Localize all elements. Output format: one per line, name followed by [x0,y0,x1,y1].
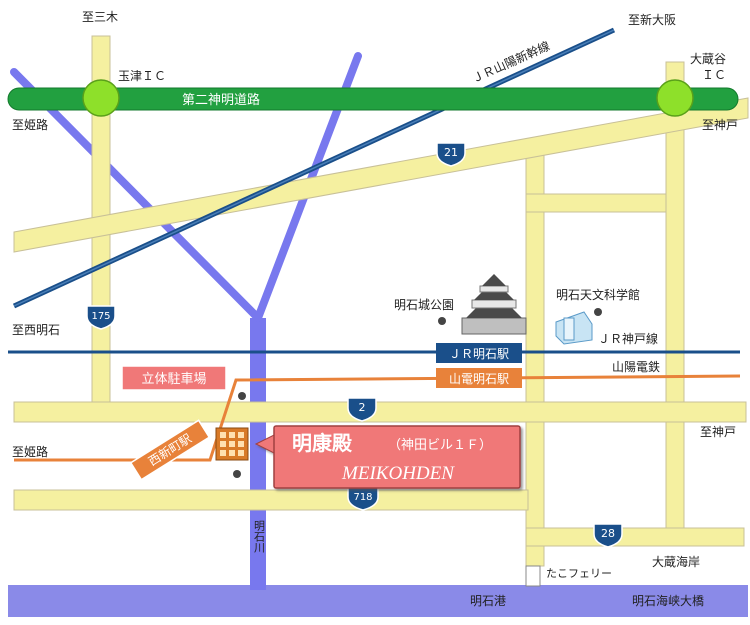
nishi-shinmachi-station: 西新町駅 [129,419,211,481]
label-to-shin-osaka: 至新大阪 [628,12,676,27]
akashi-river [250,318,266,590]
road-route718 [13,489,529,511]
road-cross-195 [525,193,667,213]
road-route28 [525,527,745,547]
label-to-kobe-mid: 至神戸 [700,425,736,439]
label-akashi-port: 明石港 [470,594,506,608]
label-to-sanbongi: 至三木 [82,10,118,24]
venue-callout [254,425,521,489]
parking-dot [238,392,246,400]
label-okura-kaigan: 大蔵海岸 [652,554,700,569]
jr-akashi-station-label: ＪＲ明石駅 [449,347,509,361]
planetarium-icon [555,311,593,345]
sanden-akashi-station-label: 山電明石駅 [449,372,509,386]
parking-label: 立体駐車場 [141,372,206,387]
parking-box [121,365,227,391]
label-akashi-river: 明石川 [253,520,266,553]
tamatsu-ic-circle [82,79,120,117]
jr-akashi-station-box [436,343,522,363]
svg-text:2: 2 [359,401,366,414]
route-28-shield: 28 [593,523,623,548]
ferry-pier [525,565,541,587]
akashi-castle-park-dot [438,317,446,325]
svg-text:21: 21 [444,146,458,159]
river-upper-left-branch [10,68,262,322]
route-175-shield: 175 [86,305,116,330]
road-route2 [13,401,747,423]
label-sanyo-dentetsu: 山陽電鉄 [612,359,660,374]
venue-building-icon [215,427,249,461]
label-to-nishi-akashi: 至西明石 [12,323,60,337]
svg-text:175: 175 [91,311,110,322]
daini-shinmei-road [7,87,739,111]
route-2-shield: 2 [347,397,377,422]
venue-name: 明康殿 [292,431,353,455]
okuradani-ic-circle [656,79,694,117]
label-tamatsu-ic: 玉津ＩＣ [118,69,166,83]
route-718-shield: 718 [347,486,379,511]
label-okuradani-ic: ＩＣ [702,68,726,82]
label-tako-ferry: たこフェリー [546,567,612,580]
label-jr-kobe-line: ＪＲ神戸線 [598,331,658,346]
road-route21 [13,97,749,253]
venue-subtitle: （神田ビル１Ｆ） [388,438,492,453]
akashi-castle-icon [461,274,527,335]
label-planetarium: 明石天文科学館 [556,287,640,302]
label-to-himeji-bottom: 至姫路 [12,444,48,459]
venue-english-name: MEIKOHDEN [341,463,455,484]
label-to-kobe-top: 至神戸 [702,118,738,132]
svg-text:718: 718 [353,492,372,503]
jr-sanyo-shinkansen-line-inner [13,29,615,307]
daini-shinmei-label: 第二神明道路 [182,92,260,108]
svg-text:28: 28 [601,527,615,540]
label-okuradani: 大蔵谷 [690,52,726,66]
label-to-himeji-top: 至姫路 [12,117,48,132]
label-akashi-kaikyo-bridge: 明石海峡大橋 [632,593,704,608]
sea-akashi-port [8,585,748,617]
roads [13,35,749,587]
label-akashi-castle-park: 明石城公園 [394,298,454,312]
route-21-shield: 21 [436,142,466,167]
planetarium-dot [594,308,602,316]
venue-dot [233,470,241,478]
sanden-akashi-station-box [436,368,522,388]
